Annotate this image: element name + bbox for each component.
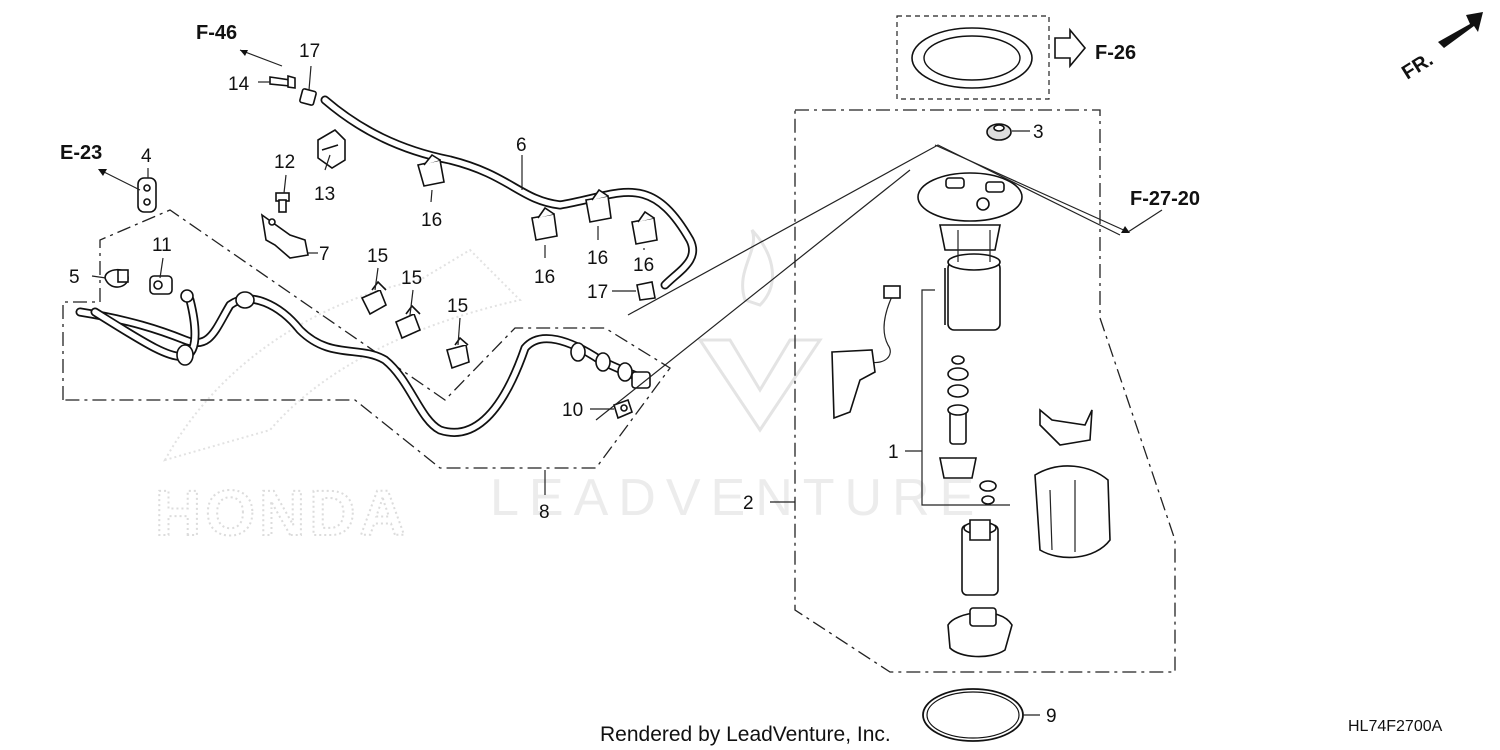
front-label: FR. (1398, 48, 1437, 84)
ref-e-23: E-23 (60, 142, 102, 164)
diagram-code: HL74F2700A (1348, 718, 1443, 735)
callout-2: 2 (743, 493, 754, 514)
wire-harness (831, 285, 901, 420)
fuel-hose-6 (320, 95, 698, 290)
bolt-12 (275, 192, 290, 213)
callout-6: 6 (516, 135, 527, 156)
leader-lines (91, 27, 1163, 716)
callout-16-d: 16 (633, 255, 654, 276)
callout-3: 3 (1033, 122, 1044, 143)
callout-7: 7 (319, 244, 330, 265)
cap-17-upper (299, 88, 317, 106)
callout-17-a: 17 (299, 41, 320, 62)
setting-plate-reference-box (896, 15, 1050, 100)
clip-15-a (360, 280, 388, 316)
callout-16-a: 16 (421, 210, 442, 231)
pump-base (947, 607, 1013, 658)
fuel-pump-assembly-boundary (794, 109, 1176, 673)
bracket-7 (260, 213, 309, 259)
setting-plate-ring (911, 27, 1033, 89)
callouts: 1 2 3 4 5 6 7 8 9 10 11 12 13 14 15 15 1… (69, 41, 1057, 727)
callout-11: 11 (152, 235, 172, 256)
callout-14: 14 (228, 74, 250, 95)
fuel-pump-motor (961, 519, 999, 596)
callout-5: 5 (69, 267, 80, 288)
ref-f-27-20: F-27-20 (1130, 188, 1200, 210)
front-direction-indicator (1438, 12, 1483, 48)
pump-top-flange (917, 172, 1023, 222)
pump-seal-stack (939, 355, 997, 505)
nut-3 (986, 123, 1012, 141)
callout-16-b: 16 (534, 267, 555, 288)
callout-16-c: 16 (587, 248, 608, 269)
clip-16-a (416, 153, 445, 187)
clip-4 (137, 177, 157, 213)
pump-body-upper (939, 224, 1001, 331)
clip-5 (104, 268, 129, 288)
clamp-11 (149, 275, 194, 303)
joint-10 (613, 398, 633, 420)
seal-ring-9 (922, 688, 1024, 742)
callout-12: 12 (274, 152, 295, 173)
callout-9: 9 (1046, 706, 1057, 727)
callout-13: 13 (314, 184, 335, 205)
ref-f-26: F-26 (1095, 42, 1136, 64)
strainer-housing (1034, 408, 1111, 559)
clip-16-b (531, 206, 558, 241)
rendered-by-credit: Rendered by LeadVenture, Inc. (600, 723, 891, 746)
leadventure-watermark-text: LEADVENTURE (490, 469, 984, 527)
leadventure-watermark: LEADVENTURE (490, 228, 984, 527)
callout-15-c: 15 (447, 296, 468, 317)
clip-15-b (394, 304, 422, 340)
clip-16-c (585, 188, 612, 223)
honda-watermark-text: HONDA (155, 477, 410, 549)
hose-assembly-8-boundary (62, 209, 671, 469)
callout-4: 4 (141, 146, 152, 167)
reference-labels: F-46 E-23 F-26 F-27-20 FR. (60, 22, 1437, 210)
honda-watermark: HONDA (154, 248, 522, 550)
cap-17-lower (636, 281, 656, 301)
callout-15-b: 15 (401, 268, 422, 289)
callout-15-a: 15 (367, 246, 388, 267)
callout-10: 10 (562, 400, 583, 421)
ref-f-46: F-46 (196, 22, 237, 44)
clip-16-d (631, 210, 658, 245)
callout-8: 8 (539, 502, 550, 523)
callout-17-b: 17 (587, 282, 608, 303)
callout-1: 1 (888, 442, 899, 463)
fuel-hose-assembly-8 (75, 291, 651, 437)
component-bracket-line (921, 289, 1010, 506)
clip-13 (317, 128, 346, 169)
bolt-14 (269, 74, 296, 89)
